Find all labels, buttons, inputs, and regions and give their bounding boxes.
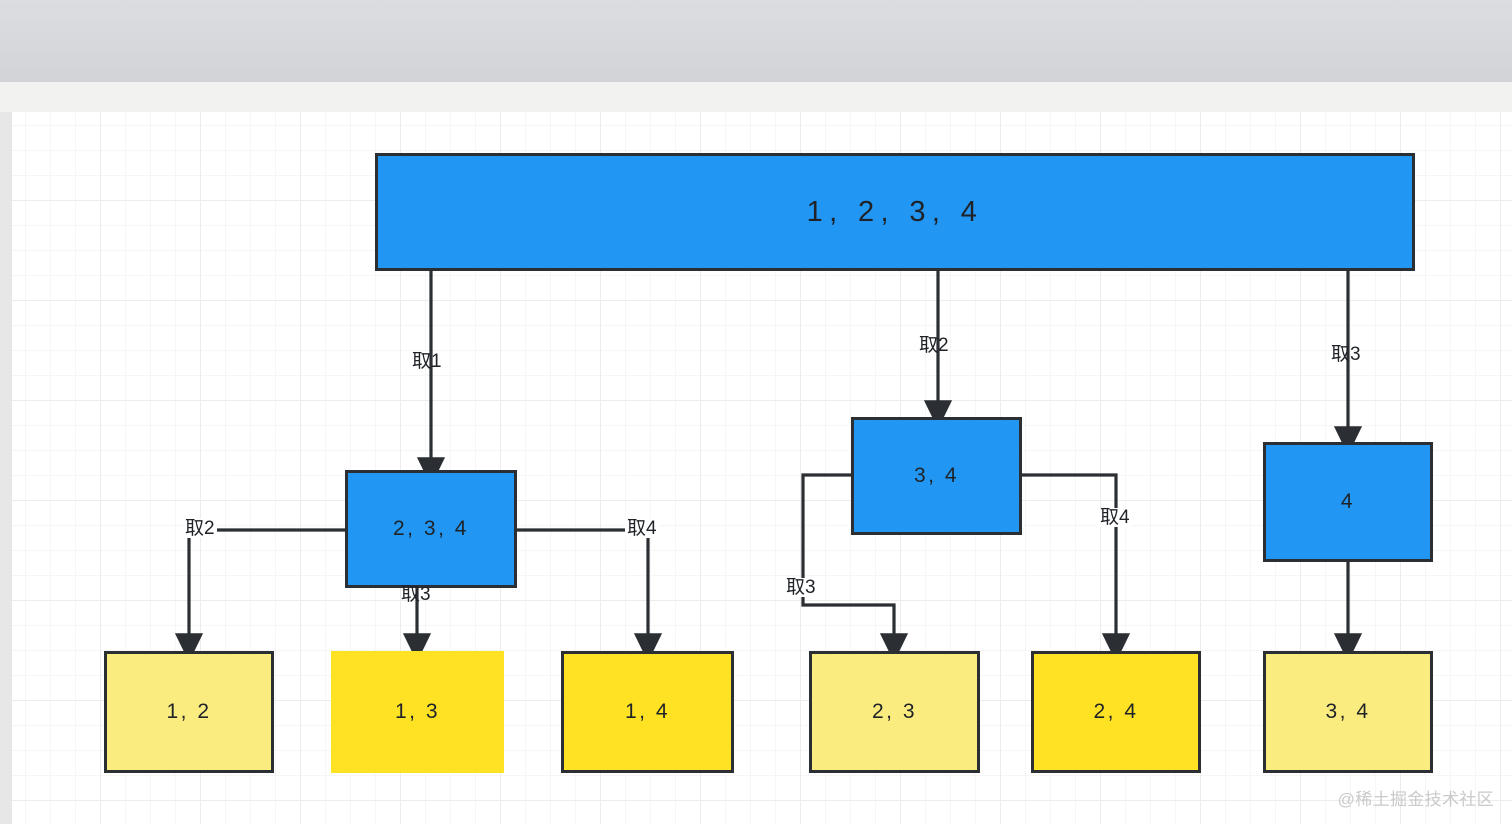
node-leaf-1-2-label: 1, 2 [166, 700, 212, 723]
node-34-label: 3, 4 [913, 464, 960, 487]
node-leaf-1-4-label: 1, 4 [624, 700, 671, 723]
canvas-left-gutter [0, 112, 12, 824]
edge-label-34-24: 取4 [1098, 507, 1132, 528]
edge-234-14 [517, 528, 663, 663]
edge-label-take1: 取1 [412, 351, 442, 372]
node-4-label: 4 [1340, 490, 1356, 513]
node-leaf-1-4[interactable]: 1, 4 [561, 651, 734, 773]
node-leaf-2-4[interactable]: 2, 4 [1031, 651, 1201, 773]
edge-label-234-12: 取2 [183, 518, 217, 539]
node-leaf-1-3[interactable]: 1, 3 [331, 651, 504, 773]
edge-label-34-23: 取3 [784, 577, 818, 598]
node-234[interactable]: 2, 3, 4 [345, 470, 517, 588]
titlebar-surface [0, 0, 1512, 82]
node-234-label: 2, 3, 4 [392, 517, 469, 540]
edge-234-12 [174, 528, 345, 663]
edge-34-24 [1022, 473, 1131, 663]
window-titlebar [0, 0, 1512, 82]
edge-34-23 [801, 473, 909, 663]
node-leaf-2-4-label: 2, 4 [1093, 700, 1139, 723]
node-root[interactable]: 1, 2, 3, 4 [375, 153, 1415, 271]
edge-label-234-13: 取3 [401, 584, 431, 605]
node-leaf-1-3-label: 1, 3 [394, 700, 441, 723]
node-leaf-2-3-label: 2, 3 [871, 700, 918, 723]
node-leaf-3-4[interactable]: 3, 4 [1263, 651, 1433, 773]
edge-label-take3-root: 取3 [1331, 344, 1361, 365]
node-4[interactable]: 4 [1263, 442, 1433, 562]
edge-label-234-14: 取4 [625, 518, 659, 539]
node-34[interactable]: 3, 4 [851, 417, 1022, 535]
node-leaf-3-4-label: 3, 4 [1325, 700, 1371, 723]
node-root-label: 1, 2, 3, 4 [806, 195, 984, 228]
edge-label-take2-root: 取2 [919, 335, 949, 356]
window-toolbar [0, 82, 1512, 113]
node-leaf-2-3[interactable]: 2, 3 [809, 651, 980, 773]
watermark: @稀土掘金技术社区 [1337, 790, 1494, 809]
node-leaf-1-2[interactable]: 1, 2 [104, 651, 274, 773]
